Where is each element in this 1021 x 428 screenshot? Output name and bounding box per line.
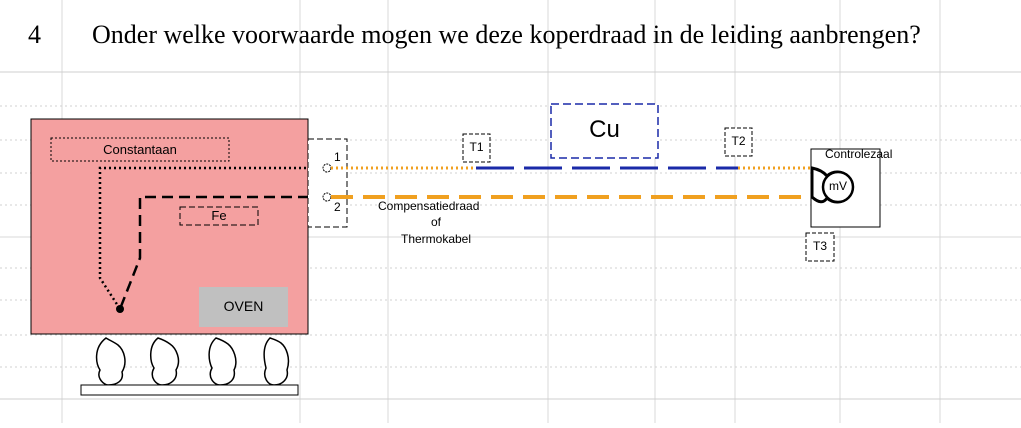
fe-wire	[118, 195, 326, 310]
hot-junction	[116, 305, 124, 313]
compensation-label-line-2: of	[430, 215, 441, 229]
t3-box	[805, 232, 835, 262]
question-text: Onder welke voorwaarde mogen we deze kop…	[92, 20, 921, 49]
control-room-label: Controlezaal	[825, 147, 893, 161]
flame-2	[150, 337, 180, 386]
constantaan-wire	[98, 166, 326, 310]
terminal-1-label: 1	[334, 150, 341, 164]
terminal-2-label: 2	[334, 200, 341, 214]
burner-base	[80, 384, 299, 396]
cu-box	[550, 103, 659, 159]
oven-label-box	[199, 287, 288, 327]
meter-dial	[821, 170, 855, 204]
burners	[95, 337, 290, 386]
meter-label: mV	[829, 179, 847, 193]
terminal-2-circle	[322, 192, 332, 202]
cu-label: Cu	[589, 116, 620, 143]
t1-box	[462, 133, 491, 163]
compensation-label-line-1: Compensatiedraad	[378, 199, 480, 213]
flame-3	[208, 337, 237, 386]
fe-box	[179, 206, 259, 226]
t2-label: T2	[731, 134, 746, 148]
terminal-1-circle	[322, 163, 332, 173]
compensation-label-line-3: Thermokabel	[400, 232, 472, 246]
t2-box	[724, 127, 753, 157]
fe-label: Fe	[211, 208, 227, 223]
flame-1	[95, 337, 126, 386]
question-number: 4	[28, 20, 41, 49]
terminal-box	[307, 138, 348, 228]
oven-label: OVEN	[223, 298, 264, 314]
t3-label: T3	[812, 239, 827, 253]
flame-4	[263, 337, 290, 386]
constantaan-box	[50, 137, 230, 162]
constantaan-label: Constantaan	[103, 142, 177, 157]
t1-label: T1	[469, 140, 484, 154]
